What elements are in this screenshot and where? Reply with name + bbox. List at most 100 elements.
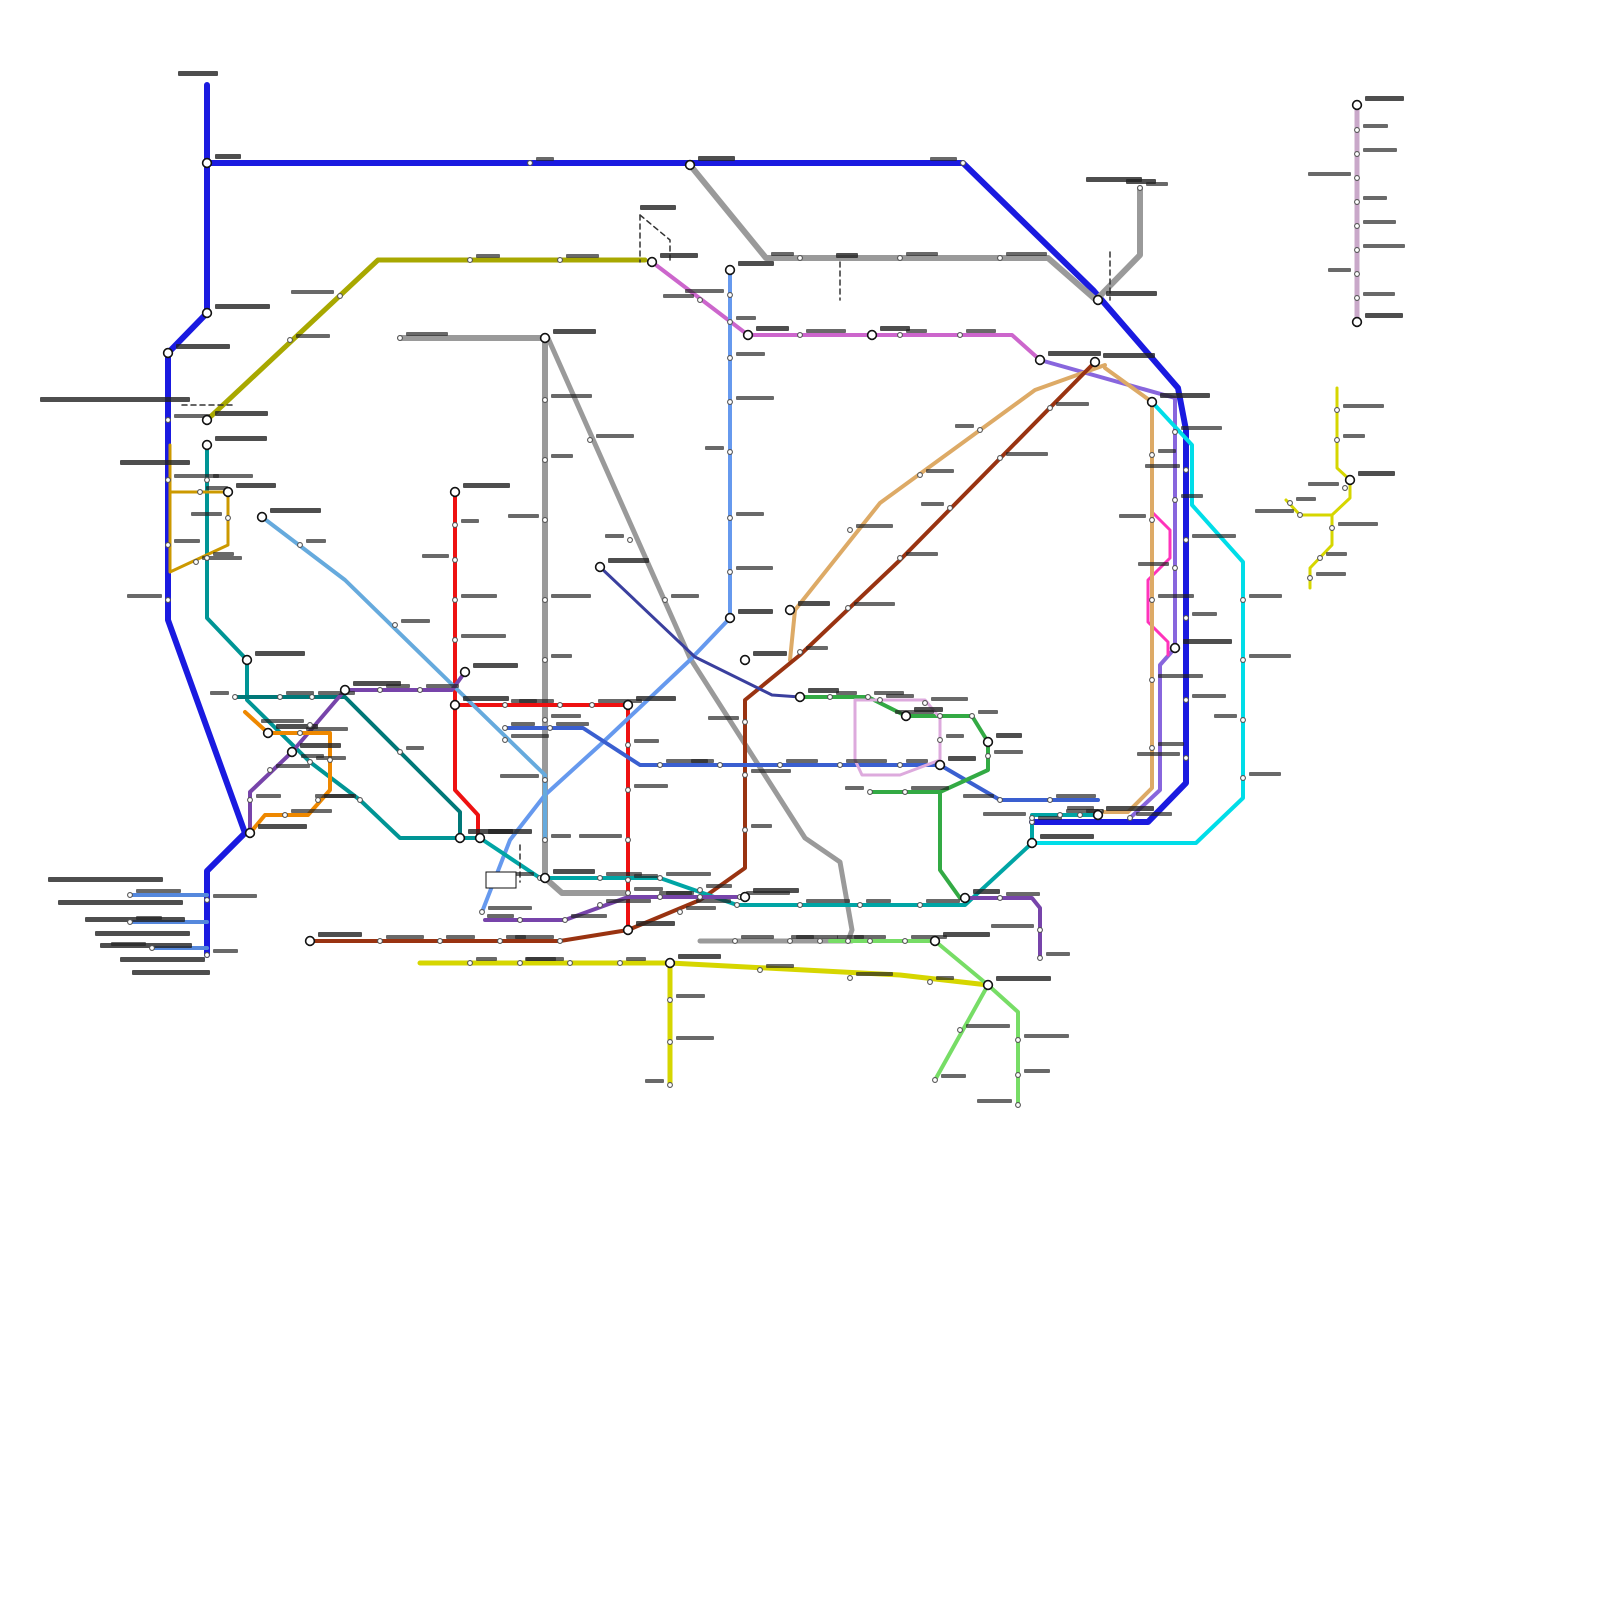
interchange-label <box>553 329 596 334</box>
station-label <box>386 935 424 939</box>
station-label <box>663 294 694 298</box>
transit-line-darkslateblue <box>598 565 802 699</box>
station-marker <box>597 875 603 881</box>
station-marker <box>797 255 803 261</box>
station-label <box>276 764 310 768</box>
station-label <box>736 512 764 516</box>
station-marker <box>1037 955 1043 961</box>
station-label <box>511 734 549 738</box>
station-label <box>213 949 238 953</box>
station-label <box>551 594 591 598</box>
station-label <box>1338 522 1378 526</box>
station-label <box>506 935 526 939</box>
interchange-marker <box>664 957 676 969</box>
station-marker <box>282 812 288 818</box>
station-marker <box>1183 467 1189 473</box>
interchange-label <box>943 932 990 937</box>
station-label <box>406 332 448 336</box>
station-label <box>791 935 814 939</box>
interchange-label <box>756 326 789 331</box>
interchange-marker <box>1351 316 1363 328</box>
station-marker <box>542 457 548 463</box>
station-label <box>1249 594 1282 598</box>
station-label <box>686 906 716 910</box>
station-label <box>1145 464 1180 468</box>
station-label <box>926 469 954 473</box>
station-marker <box>697 887 703 893</box>
station-label <box>605 534 624 538</box>
station-label <box>291 809 332 813</box>
station-label <box>210 691 229 695</box>
station-marker <box>960 160 966 166</box>
interchange-marker <box>622 924 634 936</box>
interchange-marker <box>900 710 912 722</box>
station-marker <box>1354 271 1360 277</box>
station-marker <box>742 827 748 833</box>
interchange-label <box>753 651 787 656</box>
station-marker <box>502 725 508 731</box>
station-marker <box>757 967 763 973</box>
station-marker <box>307 759 313 765</box>
long-station-label <box>85 917 185 922</box>
station-marker <box>1172 565 1178 571</box>
station-marker <box>527 160 533 166</box>
station-marker <box>297 542 303 548</box>
station-marker <box>127 892 133 898</box>
station-label <box>906 329 927 333</box>
station-marker <box>557 257 563 263</box>
station-marker <box>542 717 548 723</box>
transit-line-legend-yellow-a <box>1308 386 1352 590</box>
transit-line-royalblue <box>503 726 1100 802</box>
interchange-marker <box>162 347 174 359</box>
station-label <box>955 424 974 428</box>
station-label <box>598 699 642 703</box>
station-label <box>461 519 479 523</box>
station-label <box>487 914 514 918</box>
station-marker <box>1354 151 1360 157</box>
long-station-label <box>48 877 163 882</box>
interchange-marker <box>1351 99 1363 111</box>
station-label <box>685 289 724 293</box>
station-label <box>1192 694 1226 698</box>
station-label <box>1214 714 1237 718</box>
station-label <box>500 774 539 778</box>
station-marker <box>787 938 793 944</box>
interchange-marker <box>724 264 736 276</box>
station-label <box>1363 124 1388 128</box>
station-label <box>1158 449 1176 453</box>
station-marker <box>797 649 803 655</box>
station-marker <box>1057 812 1063 818</box>
interchange-marker <box>784 604 796 616</box>
station-label <box>634 739 659 743</box>
station-label <box>736 352 765 356</box>
station-marker <box>127 919 133 925</box>
station-marker <box>542 597 548 603</box>
transit-line-brown <box>308 360 1097 943</box>
station-label <box>705 446 724 450</box>
station-marker <box>997 895 1003 901</box>
station-marker <box>797 902 803 908</box>
station-label <box>991 924 1034 928</box>
station-label <box>1006 252 1047 256</box>
station-label <box>1024 1034 1069 1038</box>
station-marker <box>897 255 903 261</box>
station-marker <box>1297 512 1303 518</box>
interchange-label <box>176 344 230 349</box>
station-label <box>1006 892 1040 896</box>
station-label <box>1308 172 1351 176</box>
station-marker <box>267 767 273 773</box>
station-marker <box>827 694 833 700</box>
station-label <box>213 552 234 556</box>
interchange-label <box>258 824 307 829</box>
station-label <box>1006 452 1048 456</box>
station-marker <box>452 637 458 643</box>
station-label <box>127 594 162 598</box>
station-label <box>845 786 864 790</box>
station-marker <box>677 909 683 915</box>
station-marker <box>397 335 403 341</box>
station-marker <box>667 1039 673 1045</box>
station-marker <box>479 909 485 915</box>
interchange-label <box>753 888 799 893</box>
